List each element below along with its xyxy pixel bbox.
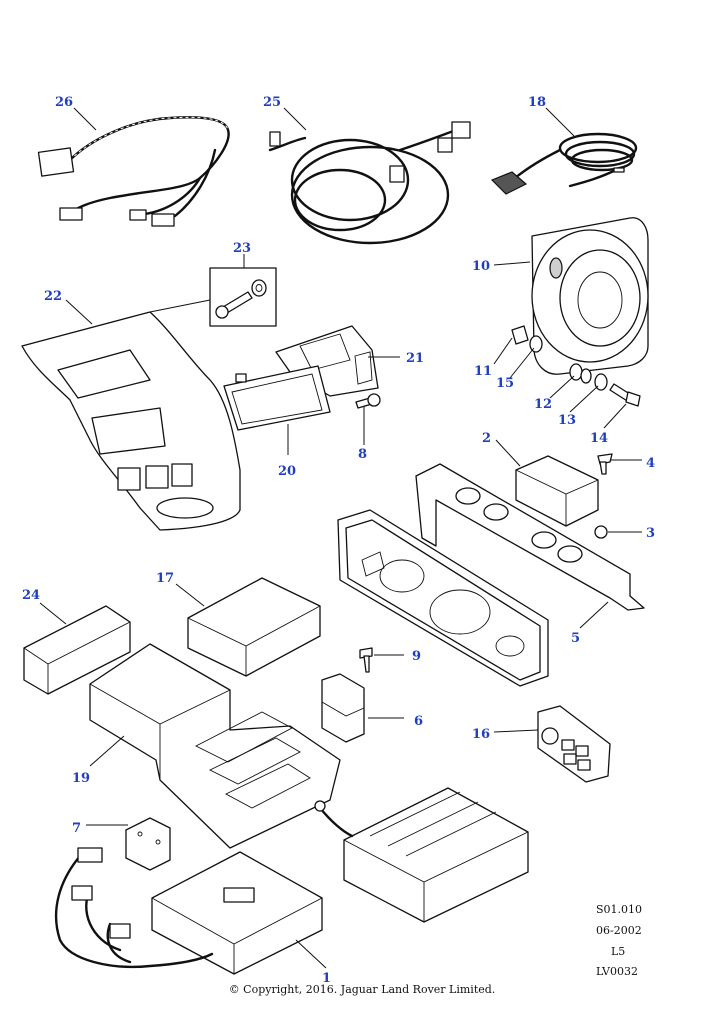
callout-1: 1 <box>322 971 331 986</box>
illustration-id: LV0032 <box>596 965 638 978</box>
callout-22: 22 <box>44 289 62 304</box>
callout-6: 6 <box>414 714 423 729</box>
callout-23: 23 <box>233 241 251 256</box>
bracket-7 <box>125 817 171 871</box>
sheet-number: L5 <box>611 945 626 958</box>
module-2 <box>515 455 599 527</box>
callout-20: 20 <box>278 464 296 479</box>
copyright-notice: © Copyright, 2016. Jaguar Land Rover Lim… <box>228 983 496 996</box>
callout-19: 19 <box>72 771 90 786</box>
callout-labels: 26 25 18 23 22 21 10 11 15 12 13 14 2 4 … <box>22 95 655 986</box>
callout-16: 16 <box>472 727 490 742</box>
switch-pack-16 <box>537 705 611 783</box>
callout-24: 24 <box>22 588 40 603</box>
radio-unit-1 <box>54 847 323 975</box>
callout-10: 10 <box>472 259 490 274</box>
fixings-23 <box>209 267 277 327</box>
callout-5: 5 <box>571 631 580 646</box>
callout-21: 21 <box>406 351 424 366</box>
callout-9: 9 <box>412 649 421 664</box>
callout-3: 3 <box>646 526 655 541</box>
callout-25: 25 <box>263 95 281 110</box>
screws-3-4 <box>594 453 613 539</box>
unit-17 <box>187 577 321 677</box>
screw-8 <box>355 393 381 409</box>
cd-changer <box>314 787 529 923</box>
callout-12: 12 <box>534 397 552 412</box>
leader-lines <box>39 107 642 969</box>
harness-25 <box>268 121 471 245</box>
callout-17: 17 <box>156 571 174 586</box>
issue-date: 06-2002 <box>596 924 642 937</box>
callout-15: 15 <box>496 376 514 391</box>
console-22 <box>21 299 241 531</box>
tray-19 <box>89 643 341 849</box>
callout-8: 8 <box>358 447 367 462</box>
bracket-6-screw-9 <box>321 647 373 743</box>
bracket-5 <box>415 463 645 611</box>
harness-26 <box>37 116 230 227</box>
callout-13: 13 <box>558 413 576 428</box>
callout-18: 18 <box>528 95 546 110</box>
speaker-10 <box>531 217 649 375</box>
section-code: S01.010 <box>596 903 643 916</box>
callout-26: 26 <box>55 95 73 110</box>
callout-2: 2 <box>482 431 491 446</box>
pocket-24 <box>23 605 131 695</box>
instrument-cluster <box>337 509 549 687</box>
callout-4: 4 <box>646 456 655 471</box>
display-20 <box>223 365 331 431</box>
callout-14: 14 <box>590 431 608 446</box>
fixings-speaker <box>511 325 641 407</box>
callout-11: 11 <box>474 364 492 379</box>
callout-7: 7 <box>72 821 81 836</box>
aerial-18 <box>490 132 638 195</box>
